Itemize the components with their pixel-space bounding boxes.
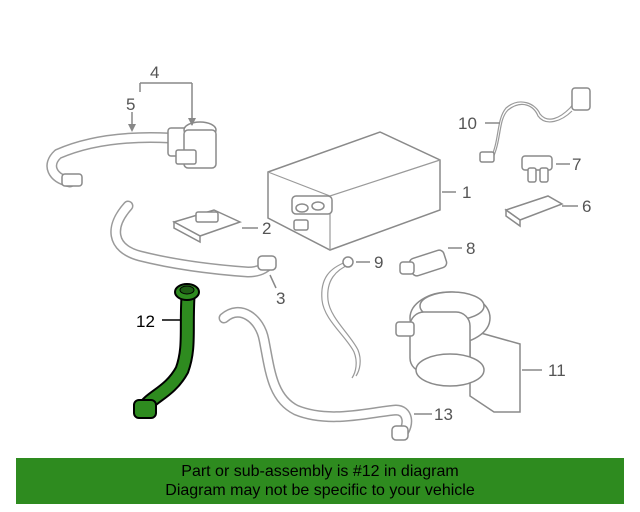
part-1-evap-canister [267,131,441,251]
callout-12: 12 [136,312,155,331]
part-5-vapor-line [46,132,176,188]
part-4-purge-solenoid [167,121,217,169]
part-11-air-pump [395,291,521,413]
callout-7: 7 [572,155,581,174]
banner-line-2: Diagram may not be specific to your vehi… [165,482,475,499]
callout-11: 11 [548,361,566,380]
banner-line-1: Part or sub-assembly is #12 in diagram [181,463,459,480]
part-9-tube [321,256,361,379]
callout-4: 4 [150,63,159,82]
callout-3-leader [269,274,277,289]
callout-9: 9 [374,253,383,272]
callout-13: 13 [434,405,453,424]
part-12-highlighted-hose [133,283,200,419]
callout-3: 3 [276,289,285,308]
callout-8: 8 [466,239,475,258]
callout-2: 2 [262,219,271,238]
exploded-parts-diagram: 4 5 10 7 6 [46,63,591,441]
callout-5: 5 [126,95,135,114]
callout-6: 6 [582,197,591,216]
part-7-connector [521,155,553,183]
info-banner: Part or sub-assembly is #12 in diagram D… [16,458,624,504]
part-6-bracket [504,195,564,228]
callout-4-arrow [188,118,196,126]
part-13-air-hose [218,307,413,441]
part-3-vapor-hose [110,200,277,278]
part-10-sensor-harness [479,87,591,163]
part-2-bracket [172,209,242,244]
callout-1: 1 [462,183,471,202]
callout-10: 10 [458,114,477,133]
part-8-valve [399,249,448,277]
callout-5-arrow [128,124,136,132]
